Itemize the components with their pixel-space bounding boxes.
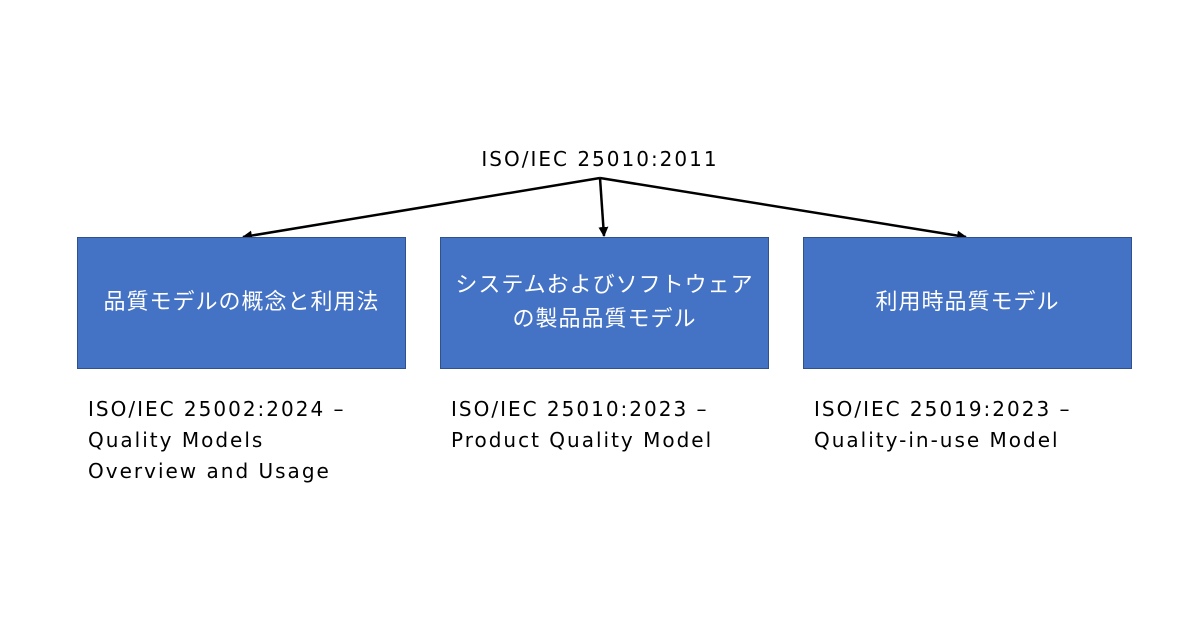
caption-iso-25019: ISO/IEC 25019:2023 – Quality-in-use Mode… (814, 394, 1154, 456)
box-quality-in-use-model: 利用時品質モデル (803, 237, 1132, 369)
caption-line: Quality Models (88, 428, 265, 452)
box-label: 品質モデルの概念と利用法 (103, 290, 380, 315)
arrow-to-box-2 (598, 177, 609, 237)
caption-line: ISO/IEC 25010:2023 – (451, 397, 709, 421)
caption-iso-25002: ISO/IEC 25002:2024 – Quality Models Over… (88, 394, 428, 487)
root-standard-label: ISO/IEC 25010:2011 (481, 147, 719, 171)
caption-line: ISO/IEC 25019:2023 – (814, 397, 1072, 421)
box-quality-model-overview: 品質モデルの概念と利用法 (77, 237, 406, 369)
caption-line: Product Quality Model (451, 428, 714, 452)
box-product-quality-model: システムおよびソフトウェアの製品品質モデル (440, 237, 769, 369)
caption-line: ISO/IEC 25002:2024 – (88, 397, 346, 421)
box-label: システムおよびソフトウェアの製品品質モデル (455, 273, 754, 332)
arrow-to-box-1 (242, 176, 601, 241)
arrow-to-box-3 (599, 176, 967, 241)
caption-iso-25010: ISO/IEC 25010:2023 – Product Quality Mod… (451, 394, 791, 456)
caption-line: Quality-in-use Model (814, 428, 1060, 452)
box-label: 利用時品質モデル (875, 290, 1060, 315)
caption-line: Overview and Usage (88, 459, 331, 483)
